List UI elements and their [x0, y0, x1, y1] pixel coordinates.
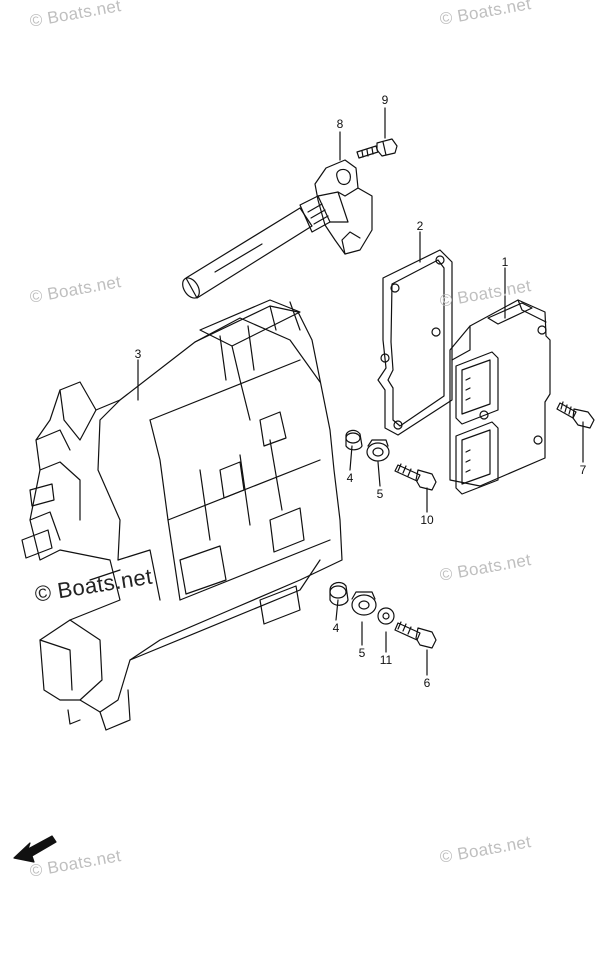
callout-11: 11: [379, 653, 393, 667]
bolt-10: [394, 463, 437, 491]
bracket-housing-3: [21, 299, 343, 731]
callout-4: 4: [332, 621, 340, 635]
callout-5: 5: [376, 487, 384, 501]
fwd-arrow: [13, 835, 57, 863]
grommet-4-upper: [345, 429, 363, 451]
callout-10: 10: [420, 513, 434, 527]
callout-9: 9: [381, 93, 389, 107]
gasket-2: [377, 249, 453, 436]
collar-5-lower: [351, 591, 377, 616]
callout-6: 6: [423, 676, 431, 690]
callout-4: 4: [346, 471, 354, 485]
washer-11: [377, 607, 395, 625]
grommet-4-lower: [329, 581, 349, 606]
callout-3: 3: [134, 347, 142, 361]
callout-8: 8: [336, 117, 344, 131]
collar-5-upper: [366, 439, 390, 462]
bolt-6: [394, 621, 437, 649]
bolt-7: [556, 401, 595, 429]
callout-2: 2: [416, 219, 424, 233]
bolt-9: [356, 138, 398, 159]
callout-1: 1: [501, 255, 509, 269]
ecm-1: [449, 299, 551, 495]
callout-5: 5: [358, 646, 366, 660]
ignition-coil-8: [182, 159, 373, 299]
callout-7: 7: [579, 463, 587, 477]
